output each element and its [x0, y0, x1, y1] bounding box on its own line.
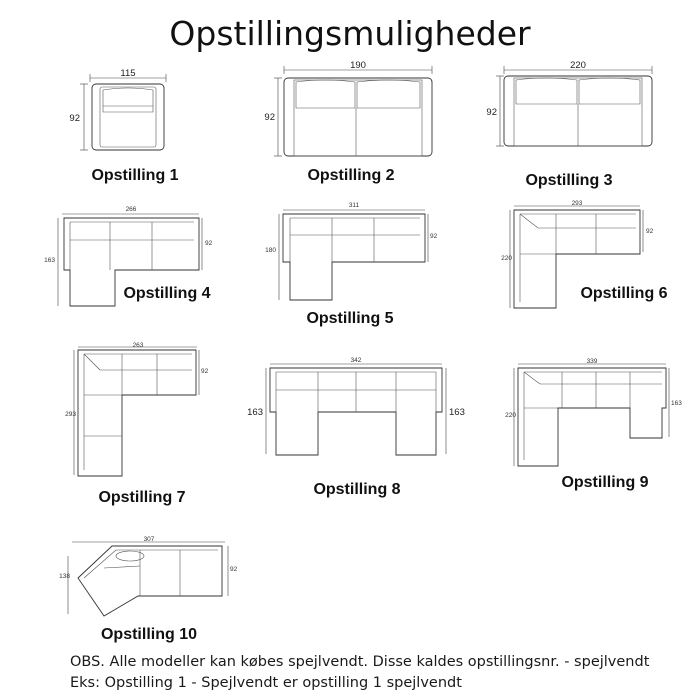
layout-5-width: 311 [349, 202, 360, 209]
layout-2: 190 92 Opstilling 2 [264, 60, 433, 184]
layout-10-width: 307 [144, 536, 155, 543]
layout-7: 263 92 293 Opstilling 7 [65, 342, 208, 506]
page-title: Opstillingsmuligheder [169, 14, 531, 53]
layout-8-label: Opstilling 8 [313, 481, 400, 498]
layout-7-depth: 92 [201, 368, 209, 375]
layout-6-side: 220 [501, 255, 512, 262]
layout-3-label: Opstilling 3 [525, 172, 612, 189]
layout-5-chaise: 180 [265, 247, 276, 254]
layout-1: 115 92 Opstilling 1 [69, 68, 178, 184]
layout-7-width: 263 [133, 342, 144, 349]
layout-3: 220 92 Opstilling 3 [486, 60, 653, 189]
layout-8-left: 163 [247, 407, 263, 418]
layout-6-width: 293 [572, 200, 583, 207]
layout-6-depth: 92 [646, 228, 654, 235]
layout-2-label: Opstilling 2 [307, 167, 394, 184]
layout-4-chaise: 163 [44, 257, 55, 264]
layout-4-label: Opstilling 4 [123, 285, 210, 302]
layout-1-label: Opstilling 1 [91, 167, 178, 184]
layout-2-depth: 92 [264, 112, 275, 123]
layout-10: 307 92 138 Opstilling 10 [59, 536, 237, 643]
layout-4: 266 92 163 Opstilling 4 [44, 206, 213, 307]
layout-3-depth: 92 [486, 107, 497, 118]
layout-1-depth: 92 [69, 113, 80, 124]
layout-5: 311 92 180 Opstilling 5 [265, 202, 437, 327]
layout-7-label: Opstilling 7 [98, 489, 185, 506]
layout-9-right: 163 [671, 400, 682, 407]
layout-4-depth: 92 [205, 240, 213, 247]
layout-10-side: 138 [59, 573, 70, 580]
layout-8-width: 342 [351, 357, 362, 364]
layout-6-label: Opstilling 6 [580, 285, 667, 302]
layout-7-side: 293 [65, 411, 76, 418]
layout-10-label: Opstilling 10 [101, 626, 197, 643]
layout-8-right: 163 [449, 407, 465, 418]
layout-1-width: 115 [120, 68, 135, 79]
layout-8: 342 163 163 Opstilling 8 [247, 357, 465, 498]
layout-3-width: 220 [570, 60, 586, 71]
mirror-note: OBS. Alle modeller kan købes spejlvendt.… [70, 654, 650, 670]
layout-5-depth: 92 [430, 233, 438, 240]
layout-10-depth: 92 [230, 566, 238, 573]
layout-6: 293 92 220 Opstilling 6 [501, 200, 668, 309]
layout-5-label: Opstilling 5 [306, 310, 393, 327]
layout-9-side: 220 [505, 412, 516, 419]
mirror-example-note: Eks: Opstilling 1 - Spejlvendt er opstil… [70, 675, 462, 691]
layout-2-width: 190 [350, 60, 366, 71]
layout-9: 339 220 163 Opstilling 9 [505, 358, 682, 491]
layout-9-width: 339 [587, 358, 598, 365]
layout-4-width: 266 [126, 206, 137, 213]
layout-9-label: Opstilling 9 [561, 474, 648, 491]
